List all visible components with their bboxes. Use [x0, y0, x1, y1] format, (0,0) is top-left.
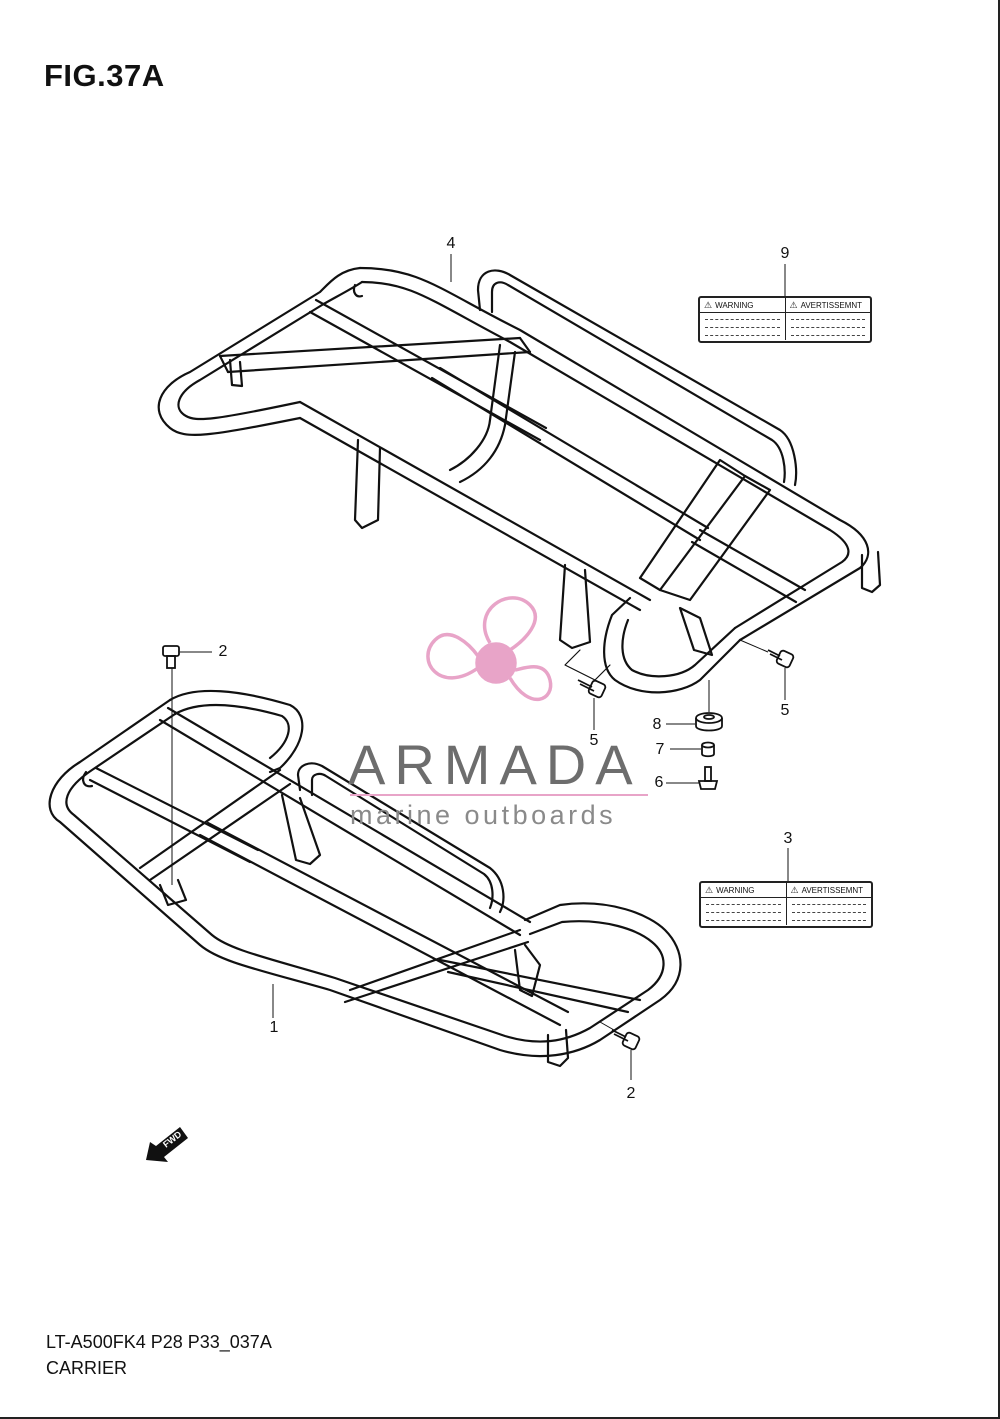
warning-triangle-icon: ⚠ [705, 885, 714, 895]
bolt-part-5-left [577, 679, 607, 730]
callout-8: 8 [652, 716, 662, 733]
warning-label-part-9: ⚠WARNING ⚠AVERTISSEMNT [698, 296, 872, 343]
warning-triangle-icon: ⚠ [704, 300, 713, 310]
figure-name: CARRIER [46, 1358, 128, 1378]
bolt-part-6 [666, 766, 719, 790]
rear-carrier-part-1 [48, 689, 682, 1068]
collar-part-7 [670, 741, 715, 758]
callout-7: 7 [655, 741, 665, 758]
callout-2-bottom: 2 [626, 1085, 636, 1102]
grommet-part-8 [666, 680, 723, 732]
warning-triangle-icon: ⚠ [790, 885, 799, 895]
callout-1: 1 [269, 1019, 279, 1036]
warning-text: WARNING [716, 886, 755, 895]
watermark-propeller-logo [426, 596, 553, 701]
leader-lines [272, 254, 789, 1018]
callout-5-left: 5 [589, 732, 599, 749]
fwd-arrow: FWD [146, 1127, 188, 1162]
warning-text: WARNING [715, 301, 754, 310]
avertissement-text: AVERTISSEMNT [801, 886, 864, 895]
callout-2-top: 2 [218, 643, 228, 660]
bolt-part-2-top [162, 645, 212, 885]
bolt-part-5-right [739, 639, 795, 700]
watermark-brand: ARMADA [348, 733, 642, 796]
callout-6: 6 [654, 774, 664, 791]
front-carrier-part-4 [157, 266, 882, 694]
callout-3: 3 [783, 830, 793, 847]
figure-title: FIG.37A [44, 58, 165, 93]
warning-label-part-3: ⚠WARNING ⚠AVERTISSEMNT [699, 881, 873, 928]
callout-4: 4 [446, 235, 456, 252]
avertissement-text: AVERTISSEMNT [800, 301, 863, 310]
figure-model-code: LT-A500FK4 P28 P33_037A [46, 1332, 272, 1352]
warning-triangle-icon: ⚠ [789, 300, 798, 310]
watermark-tagline: marine outboards [350, 800, 617, 830]
callout-9: 9 [780, 245, 790, 262]
bolt-part-2-bottom [599, 1021, 641, 1080]
callout-5-right: 5 [780, 702, 790, 719]
